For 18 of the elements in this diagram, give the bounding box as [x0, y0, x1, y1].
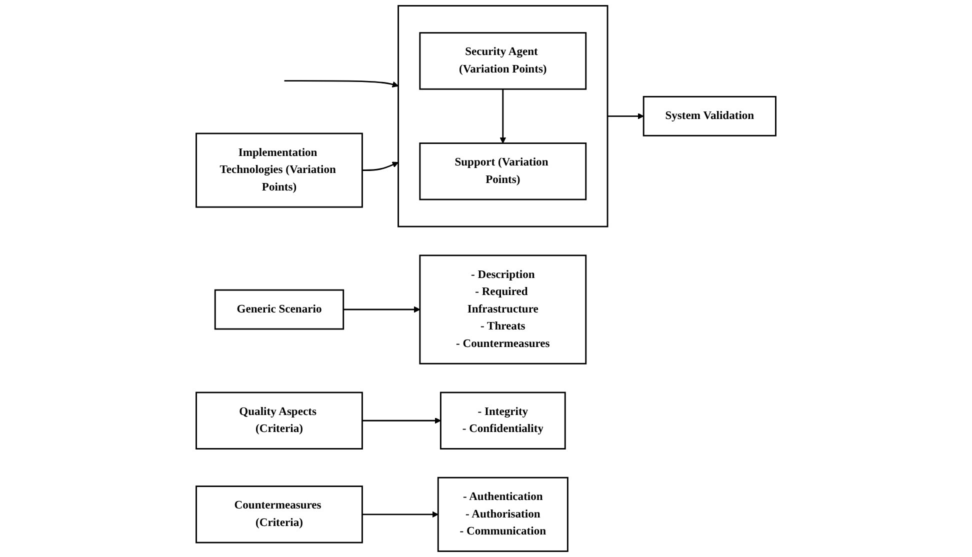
arrow — [500, 89, 506, 144]
arrow — [284, 80, 399, 88]
node-box: System Validation — [642, 96, 776, 136]
arrow — [343, 306, 420, 313]
arrow — [362, 511, 438, 518]
node-box: Security Agent (Variation Points) — [419, 32, 587, 90]
arrow — [362, 417, 441, 424]
node-box: - Authentication - Authorisation - Communication — [437, 476, 568, 552]
node-box: - Integrity - Confidentiality — [440, 392, 566, 450]
node-box: Generic Scenario — [214, 289, 344, 330]
node-box: Implementation Technologies (Variation Points) — [196, 132, 363, 208]
node-box: - Description - Required Infrastructure - Threats - Countermeasures — [419, 254, 587, 364]
node-box: Countermeasures (Criteria) — [196, 486, 363, 544]
node-box: Support (Variation Points) — [419, 142, 587, 200]
arrow — [362, 162, 399, 171]
node-box: Quality Aspects (Criteria) — [196, 392, 363, 450]
arrow — [608, 112, 644, 120]
cluster — [398, 5, 608, 228]
